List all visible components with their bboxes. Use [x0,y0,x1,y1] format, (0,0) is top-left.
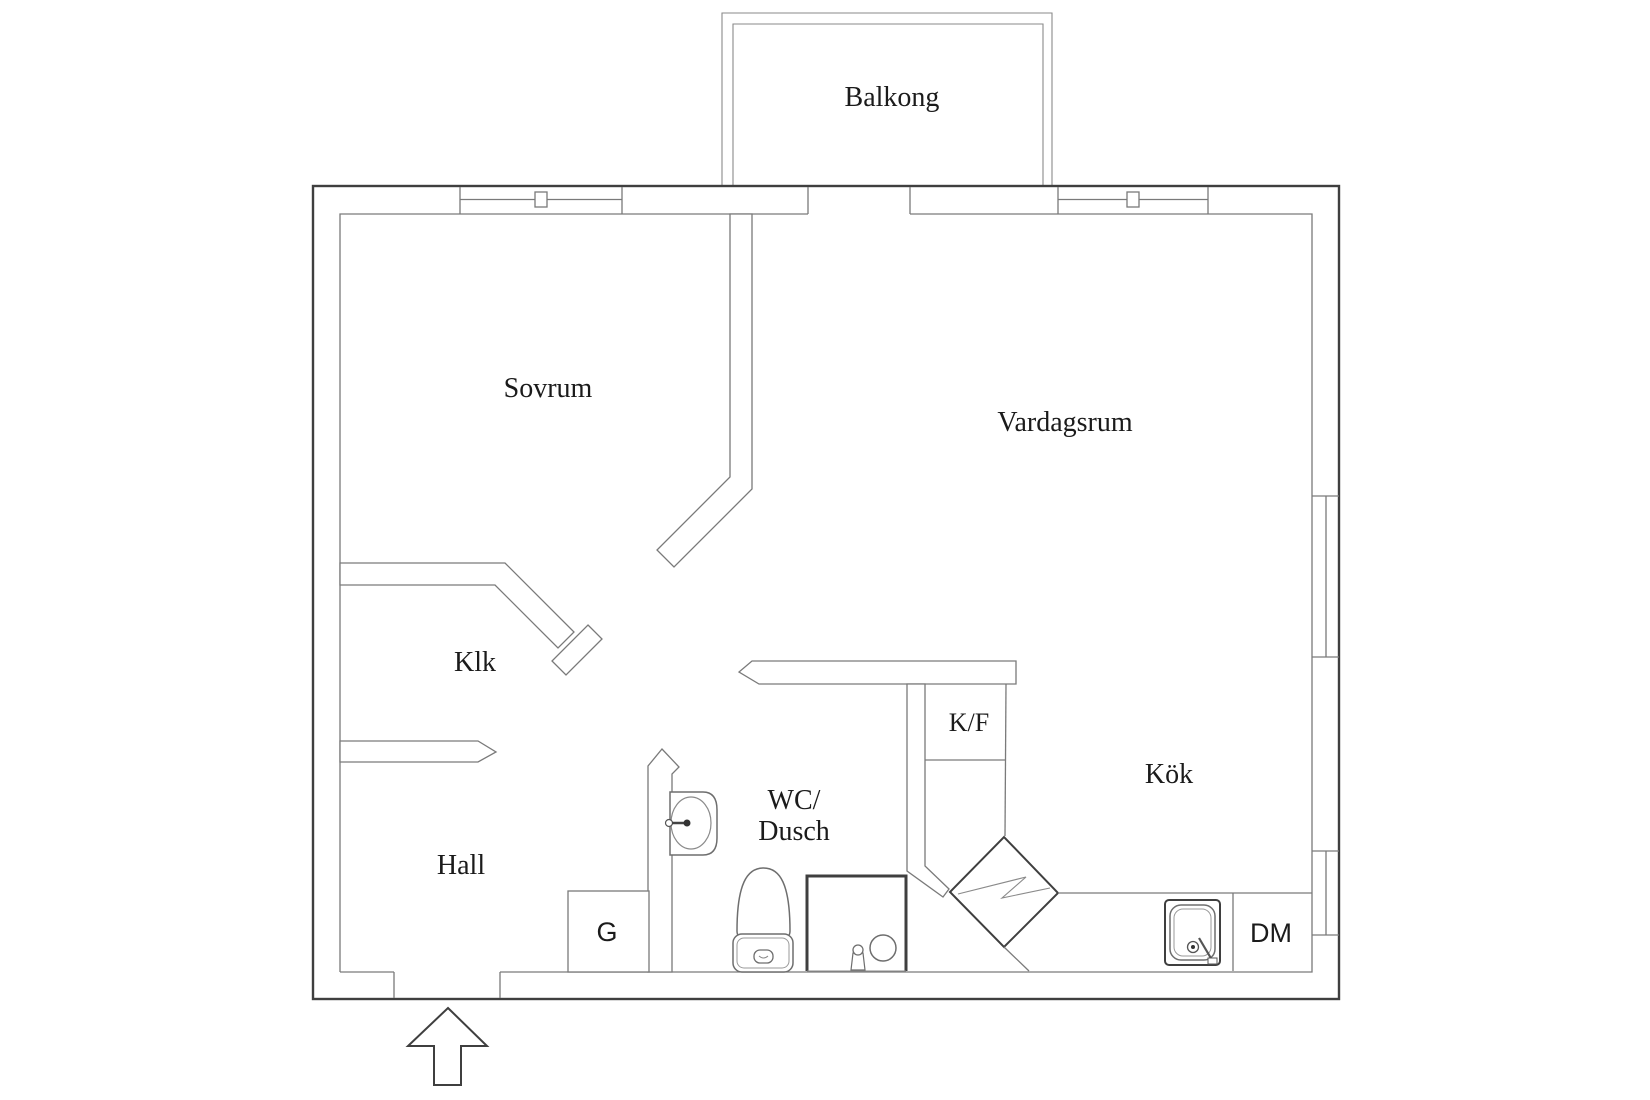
wall-closet-hall [339,740,498,763]
electric-bolt-icon [957,876,1051,899]
wall-bedroom-closet [339,562,575,649]
bedroom-window [459,187,623,214]
entrance-door-opening [393,972,501,998]
room-label-bedroom: Sovrum [504,373,593,404]
room-label-wc-line1: WC/ [768,785,821,816]
washbasin [664,791,718,856]
entrance-arrow-icon [405,1006,490,1086]
balcony-door-opening [807,187,911,214]
water-heater [948,835,1060,949]
exterior-wall-outline [311,184,1341,1001]
toilet [732,867,794,973]
label-dishwasher: DM [1250,918,1292,948]
fridge-freezer-cabinet [925,683,1007,837]
inner-edge-right-bottom [500,213,1313,973]
living-room-top-window [1057,187,1209,214]
wardrobe-box [567,890,650,973]
toilet-bowl [736,867,791,944]
wall-bathroom-kitchen [906,683,950,898]
window-mullion [1126,191,1140,208]
balcony-inner-wall [732,23,1044,186]
room-label-wc-line2: Dusch [758,816,830,847]
washbasin-body [669,791,718,856]
room-label-kitchen: Kök [1145,759,1193,790]
label-wardrobe: G [596,917,617,947]
room-label-living-room: Vardagsrum [997,407,1133,438]
wall-bedroom-living [656,213,753,568]
shower-drain [869,934,897,962]
sink-faucet-icon [1198,937,1213,961]
room-label-hall: Hall [437,850,485,881]
shower [805,874,908,972]
toilet-flush-button [753,949,774,964]
wall-closet-door-jamb-cap [551,624,603,676]
balcony [721,12,1053,186]
living-room-side-window [1312,495,1339,658]
interior-boundary [339,213,1313,973]
wall-living-bathroom [737,660,1017,685]
inner-edge-top-left [339,213,808,972]
window-mullion [534,191,548,208]
kitchen-side-window [1312,850,1339,936]
label-fridge-freezer: K/F [949,708,989,737]
balcony-outer-wall [721,12,1053,186]
wall-hall-bathroom [647,748,680,973]
room-label-balcony: Balkong [845,82,940,113]
kitchen-counter [1003,892,1312,972]
kitchen-sink [1164,899,1221,966]
room-label-closet: Klk [454,647,496,678]
